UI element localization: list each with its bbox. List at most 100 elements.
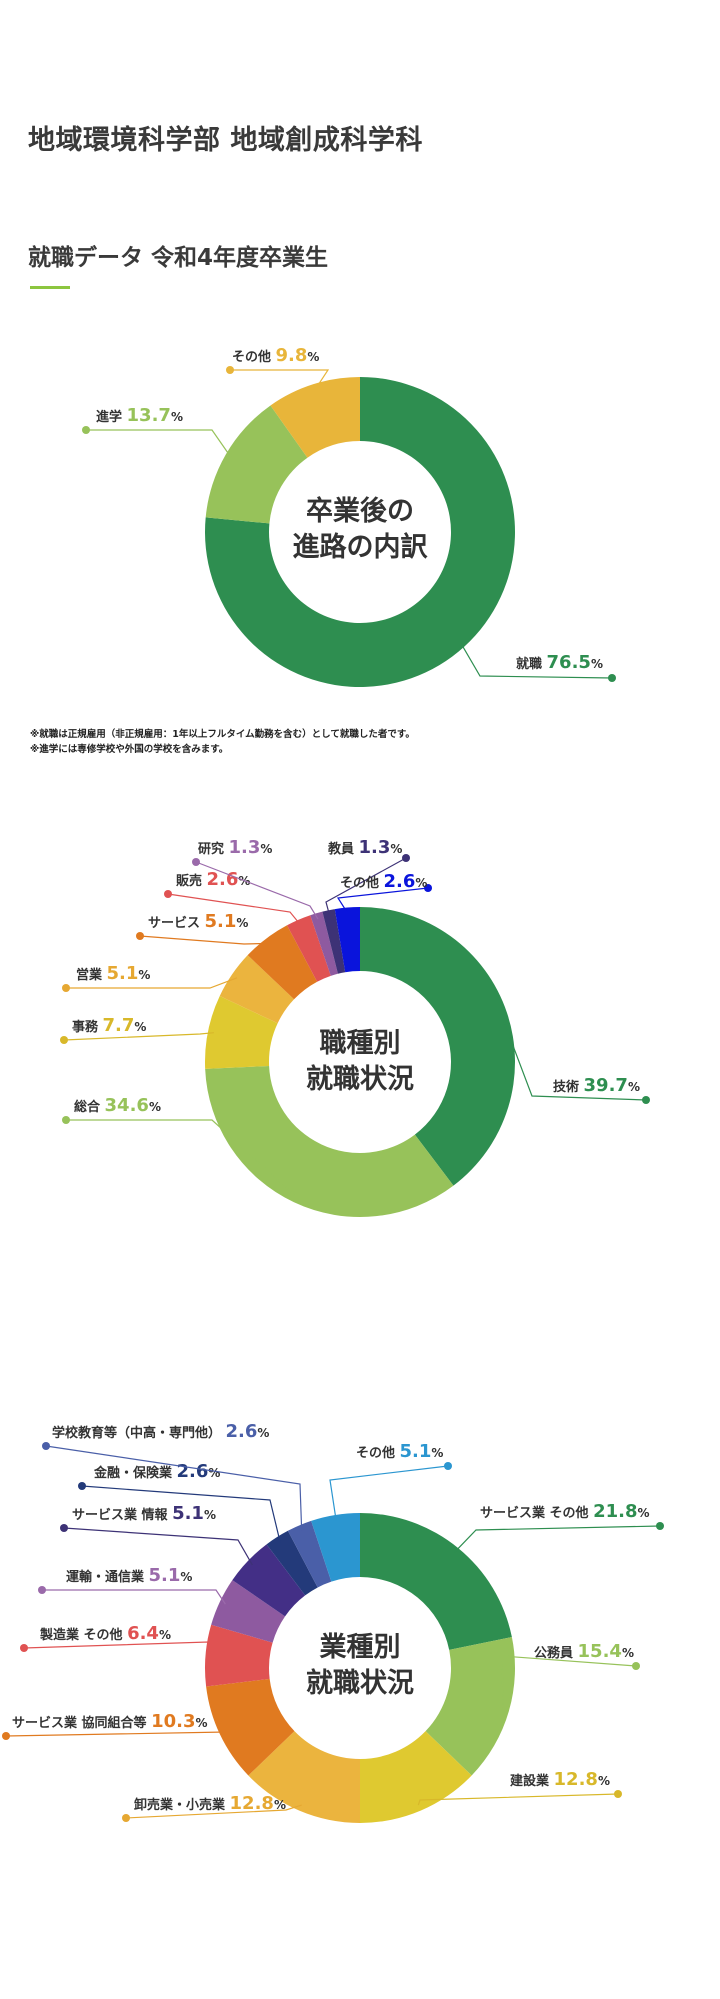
leader-dot-サービス業-協同組合等 xyxy=(2,1732,10,1740)
leader-line-研究 xyxy=(195,861,319,920)
slice-技術 xyxy=(360,907,516,1186)
leader-line-教員 xyxy=(325,857,407,917)
slice-サービス業-その他 xyxy=(360,1513,512,1650)
data-label-教員: 教員 1.3% xyxy=(327,837,402,858)
leader-line-その他 xyxy=(230,369,330,391)
data-label-販売: 販売 2.6% xyxy=(176,869,250,890)
leader-dot-就職 xyxy=(608,674,616,682)
leader-dot-金融-保険業 xyxy=(78,1482,86,1490)
data-label-製造業-その他: 製造業 その他 6.4% xyxy=(39,1623,171,1644)
leader-dot-サービス業-その他 xyxy=(656,1522,664,1530)
leader-line-金融-保険業 xyxy=(81,1485,281,1543)
slice-製造業-その他 xyxy=(204,1624,273,1687)
leader-dot-その他 xyxy=(226,366,234,374)
footnote-further-study: ※進学には専修学校や外国の学校を含みます。 xyxy=(30,744,229,755)
donut-center-label: 職種別 xyxy=(320,1028,401,1059)
leader-dot-その他 xyxy=(444,1462,452,1470)
leader-dot-公務員 xyxy=(632,1662,640,1670)
leader-line-製造業-その他 xyxy=(23,1641,213,1656)
slice-研究 xyxy=(310,911,338,976)
leader-dot-サービス xyxy=(136,932,144,940)
leader-line-技術 xyxy=(500,1014,647,1101)
slice-その他 xyxy=(334,907,360,973)
job-type-donut-chart: 技術 39.7%総合 34.6%事務 7.7%営業 5.1%サービス 5.1%販… xyxy=(60,837,650,1217)
leader-line-運輸-通信業 xyxy=(42,1589,226,1605)
data-label-サービス業-情報: サービス業 情報 5.1% xyxy=(72,1503,216,1524)
data-label-サービス業-協同組合等: サービス業 協同組合等 10.3% xyxy=(12,1711,208,1732)
slice-建設業 xyxy=(360,1731,472,1823)
leader-dot-その他 xyxy=(424,884,432,892)
leader-dot-事務 xyxy=(60,1036,68,1044)
department-title: 地域環境科学部 地域創成科学科 xyxy=(28,125,423,156)
title-underline xyxy=(30,286,70,289)
data-label-総合: 総合 34.6% xyxy=(74,1095,161,1116)
leader-line-事務 xyxy=(63,1032,214,1041)
employment-data-title: 就職データ 令和4年度卒業生 xyxy=(28,245,329,271)
slice-その他 xyxy=(311,1513,360,1582)
leader-dot-教員 xyxy=(402,854,410,862)
leader-line-学校教育等-中高-専門他 xyxy=(45,1445,303,1531)
slice-営業 xyxy=(219,955,295,1024)
leader-line-就職 xyxy=(459,641,613,679)
leader-dot-研究 xyxy=(192,858,200,866)
data-label-進学: 進学 13.7% xyxy=(96,405,183,426)
leader-dot-販売 xyxy=(164,890,172,898)
data-label-公務員: 公務員 15.4% xyxy=(534,1641,634,1662)
slice-学校教育等-中高-専門他 xyxy=(287,1520,332,1588)
donut-center-label: 卒業後の xyxy=(306,495,414,527)
data-label-卸売業-小売業: 卸売業・小売業 12.8% xyxy=(134,1793,286,1814)
leader-line-サービス業-その他 xyxy=(453,1525,661,1554)
leader-dot-卸売業-小売業 xyxy=(122,1814,130,1822)
leader-dot-製造業-その他 xyxy=(20,1644,28,1652)
slice-運輸-通信業 xyxy=(211,1580,286,1643)
leader-line-サービス xyxy=(139,935,270,945)
leader-line-卸売業-小売業 xyxy=(125,1804,302,1819)
data-label-就職: 就職 76.5% xyxy=(516,652,603,673)
data-label-学校教育等-中高-専門他: 学校教育等（中高・専門他） 2.6% xyxy=(52,1421,269,1442)
leader-line-サービス業-情報 xyxy=(63,1527,253,1566)
slice-総合 xyxy=(205,1066,454,1217)
slice-その他 xyxy=(270,377,360,458)
donut-center-label: 就職状況 xyxy=(306,1668,414,1699)
donut-center-label: 進路の内訳 xyxy=(293,531,429,563)
leader-dot-営業 xyxy=(62,984,70,992)
slice-公務員 xyxy=(425,1637,515,1776)
data-label-研究: 研究 1.3% xyxy=(198,837,272,858)
leader-line-その他 xyxy=(336,887,429,914)
slice-就職 xyxy=(205,377,516,687)
donut-center-label: 就職状況 xyxy=(306,1064,414,1095)
leader-line-サービス業-協同組合等 xyxy=(5,1731,227,1737)
leader-line-建設業 xyxy=(417,1793,619,1806)
data-label-その他: その他 5.1% xyxy=(356,1441,443,1462)
data-label-サービス: サービス 5.1% xyxy=(148,911,248,932)
slice-事務 xyxy=(205,996,278,1069)
slice-サービス業-協同組合等 xyxy=(206,1678,295,1776)
leader-dot-技術 xyxy=(642,1096,650,1104)
leader-dot-学校教育等-中高-専門他 xyxy=(42,1442,50,1450)
data-label-運輸-通信業: 運輸・通信業 5.1% xyxy=(66,1565,192,1586)
leader-dot-総合 xyxy=(62,1116,70,1124)
donut-center-label: 業種別 xyxy=(320,1632,401,1663)
leader-line-進学 xyxy=(86,429,232,458)
slice-教員 xyxy=(322,909,346,974)
leader-line-販売 xyxy=(167,893,302,926)
leader-dot-建設業 xyxy=(614,1790,622,1798)
data-label-技術: 技術 39.7% xyxy=(553,1075,640,1096)
footnotes: ※就職は正規雇用（非正規雇用：1年以上フルタイム勤務を含む）として就職した者です… xyxy=(30,727,415,757)
data-label-事務: 事務 7.7% xyxy=(72,1015,146,1036)
leader-line-総合 xyxy=(66,1119,297,1198)
leader-line-公務員 xyxy=(501,1655,637,1710)
data-label-その他: その他 2.6% xyxy=(340,871,427,892)
industry-donut-chart: サービス業 その他 21.8% 公務員 15.4% 建設業 12.8% 卸売業・小売業… xyxy=(2,1421,664,1823)
data-label-建設業: 建設業 12.8% xyxy=(510,1769,610,1790)
data-label-サービス業-その他: サービス業 その他 21.8% xyxy=(480,1501,650,1522)
leader-dot-進学 xyxy=(82,426,90,434)
data-label-金融-保険業: 金融・保険業 2.6% xyxy=(93,1461,220,1482)
slice-進学 xyxy=(205,405,308,524)
leader-dot-運輸-通信業 xyxy=(38,1586,46,1594)
footnote-employment: ※就職は正規雇用（非正規雇用：1年以上フルタイム勤務を含む）として就職した者です… xyxy=(30,729,415,740)
leader-dot-サービス業-情報 xyxy=(60,1524,68,1532)
slice-卸売業-小売業 xyxy=(248,1731,360,1823)
slice-金融-保険業 xyxy=(266,1530,318,1596)
